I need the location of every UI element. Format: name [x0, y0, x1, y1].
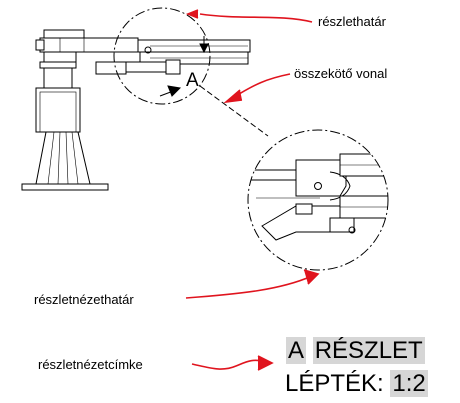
detail-marker-letter: A: [186, 70, 199, 91]
callout-detail-view-boundary: részletnézethatár: [34, 292, 134, 307]
callout-detail-boundary: részlethatár: [318, 14, 386, 29]
callout-connector-line: összekötő vonal: [294, 66, 388, 81]
arrow-detail-boundary: [199, 13, 313, 23]
arrow-detail-view-boundary: [185, 275, 313, 299]
detail-boundary-circle: [113, 7, 211, 105]
connector-dashed-line: [199, 85, 269, 137]
scale-line: LÉPTÉK: 1:2: [285, 370, 428, 398]
pedestal: [21, 61, 109, 191]
arrow-detail-view-label: [191, 359, 267, 370]
callout-detail-view-label: részletnézetcímke: [38, 357, 143, 372]
detail-title: A RÉSZLET: [286, 337, 425, 365]
scale-value: 1:2: [390, 370, 428, 397]
detail-title-word: RÉSZLET: [312, 337, 425, 364]
detail-title-letter: A: [286, 337, 307, 364]
gripper-rods: [95, 39, 251, 75]
callout-arrows: [185, 9, 320, 371]
detail-view: [247, 129, 389, 271]
arm-head: [35, 29, 139, 63]
scale-label: LÉPTÉK:: [285, 370, 384, 397]
